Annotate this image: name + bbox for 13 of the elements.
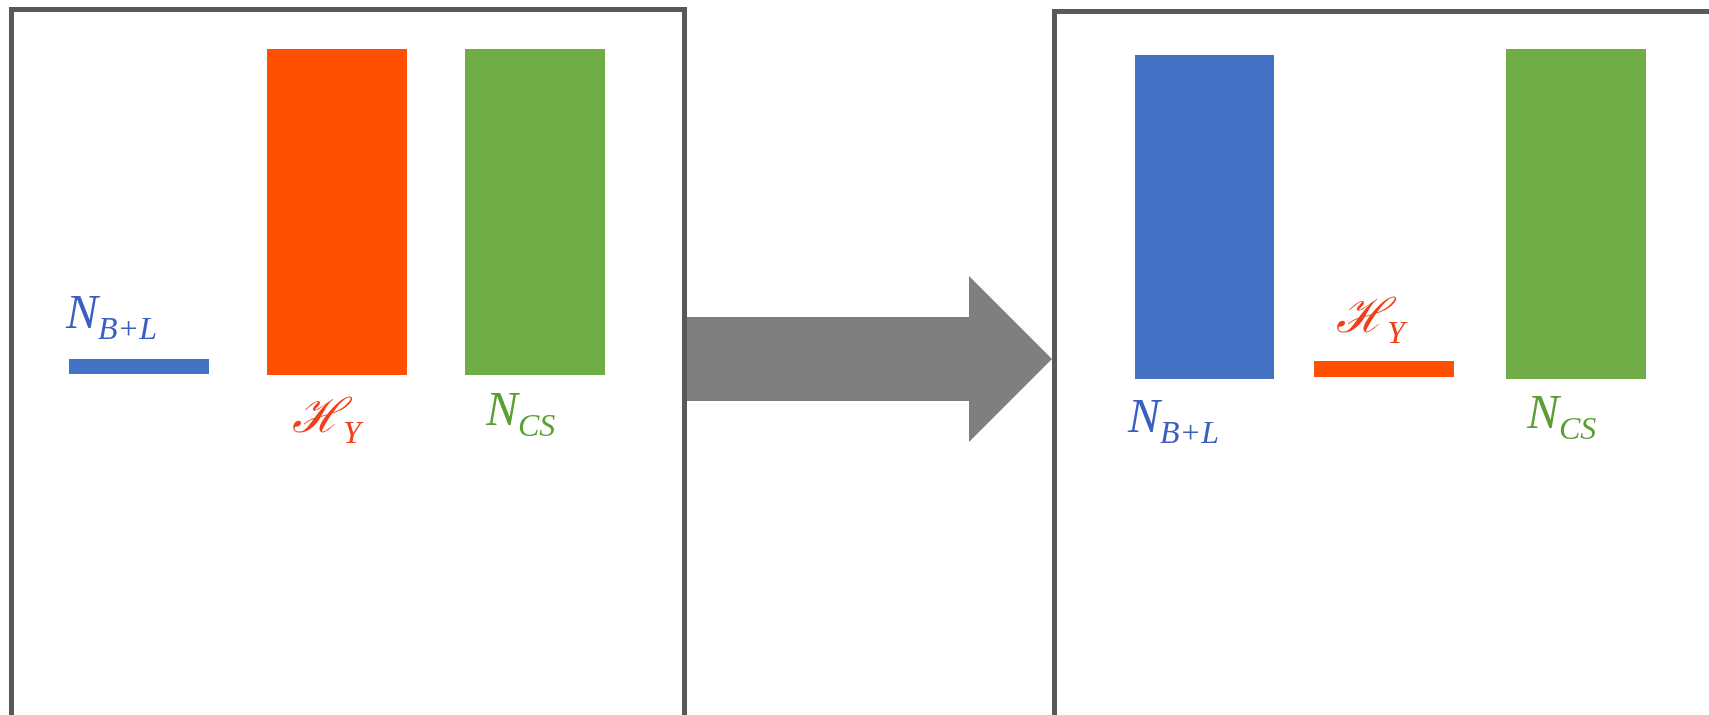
panel-frame (9, 7, 687, 715)
bar (267, 49, 407, 375)
block-arrow (687, 276, 1052, 442)
bar (1314, 361, 1454, 377)
bar-label: N$_{CS}$ (1527, 388, 1597, 444)
bar (465, 49, 605, 375)
bar (69, 359, 209, 374)
bar (1135, 55, 1274, 379)
panel-frame (1052, 9, 1709, 715)
bar-label: N$_{B+L}$ (66, 288, 157, 344)
bar (1506, 49, 1646, 379)
bar-label: N$_{CS}$ (486, 385, 556, 441)
bar-label: N$_{B+L}$ (1128, 392, 1219, 448)
